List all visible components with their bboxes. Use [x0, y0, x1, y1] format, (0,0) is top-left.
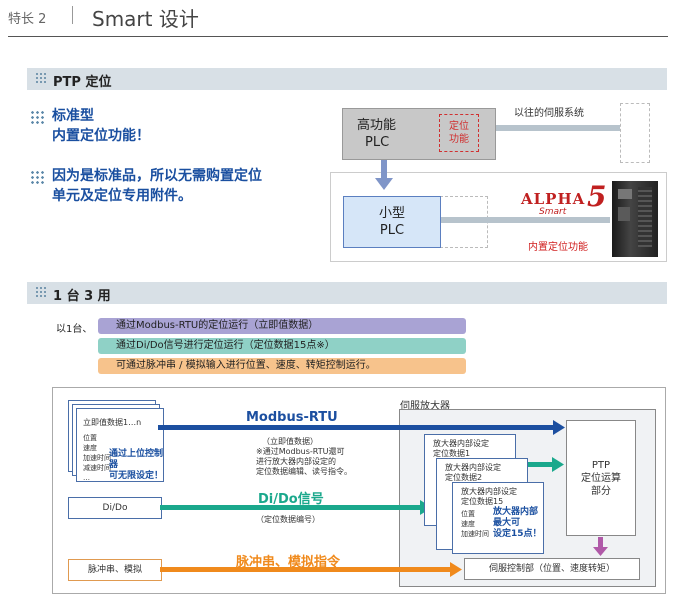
ptp-line2: 定位运算	[581, 473, 621, 484]
small-plc-line1: 小型	[378, 206, 405, 221]
card2-line1: 放大器内部设定	[445, 463, 501, 472]
section-bar-three-uses: 1 台 3 用	[27, 282, 667, 304]
doc-line: 位置	[83, 434, 97, 442]
dots-icon	[35, 286, 47, 298]
pulse-arrow	[160, 567, 450, 572]
doc-line: 加速时间	[83, 454, 111, 462]
modbus-sub: （立即值数据）	[262, 437, 318, 446]
use-pill-pulse: 可通过脉冲串 / 模拟输入进行位置、速度、转矩控制运行。	[98, 358, 466, 374]
dido-label: Di/Do信号	[258, 492, 324, 507]
section-bar-ptp: PTP 定位	[27, 68, 667, 90]
servo-amplifier-image	[612, 181, 658, 257]
modbus-label: Modbus-RTU	[246, 410, 338, 425]
small-plc-line2: PLC	[379, 223, 405, 238]
card-arrowhead	[552, 457, 564, 472]
servo-control-box: 伺服控制部（位置、速度转矩）	[464, 558, 640, 580]
feature-label: 特长 2	[8, 12, 47, 27]
alpha5-logo: ALPHA 5 Smart	[521, 180, 611, 222]
card1-line1: 放大器内部设定	[433, 439, 489, 448]
bullet2-line1: 因为是标准品，所以无需购置定位	[52, 168, 262, 184]
section-title-ptp: PTP 定位	[53, 75, 112, 90]
pulse-label: 脉冲串、模拟指令	[236, 555, 341, 570]
modbus-note: ※通过Modbus-RTU還可 进行放大器内部设定的 定位数据编辑、读号指令。	[256, 447, 352, 477]
card2-title: 放大器内部设定 定位数据2	[445, 463, 501, 483]
immediate-data-document: 立即值数据1…n 位置 速度 加速时间 减速时间 … 通过上位控制器 可无限设定…	[76, 408, 164, 482]
modbus-arrow	[158, 425, 553, 430]
dido-arrow	[160, 505, 420, 510]
card-stamp-line1: 放大器内部	[493, 507, 539, 517]
doc-line: 减速时间	[83, 464, 111, 472]
high-plc-line1: 高功能	[357, 118, 397, 133]
logo-brand: ALPHA	[521, 190, 586, 208]
header-divider	[72, 6, 73, 24]
card1-title: 放大器内部设定 定位数据1	[433, 439, 489, 459]
bullet-dots-icon	[30, 170, 44, 184]
logo-number: 5	[587, 180, 607, 213]
doc-stamp-line1: 通过上位控制器	[109, 449, 164, 470]
page-title: Smart 设计	[92, 7, 199, 31]
dots-icon	[35, 72, 47, 84]
doc-lines: 位置 速度 加速时间 减速时间 …	[83, 433, 111, 483]
card1-line2: 定位数据1	[433, 449, 471, 458]
card-stamp: 放大器内部 最大可 设定15点！	[493, 507, 542, 540]
doc-title: 立即值数据1…n	[83, 418, 142, 427]
positioning-line1: 定位	[449, 121, 469, 132]
card15-title: 放大器内部设定 定位数据15	[461, 487, 517, 507]
card-line: 位置	[461, 510, 475, 518]
card-arrow	[512, 462, 552, 467]
modbus-note-line3: 定位数据编辑、读号指令。	[256, 467, 352, 476]
ptp-down-arrow	[598, 537, 603, 547]
doc-stamp-line2: 可无限设定！	[109, 471, 164, 481]
ptp-line1: PTP	[591, 460, 611, 471]
positioning-function-tag: 定位 功能	[439, 114, 479, 152]
modbus-arrowhead	[553, 420, 565, 435]
legacy-servo-outline	[620, 103, 650, 163]
pulse-arrowhead	[450, 562, 462, 577]
bullet-dots-icon	[30, 110, 44, 124]
bullet1-line1: 标准型	[52, 108, 94, 124]
high-function-plc: 高功能 PLC 定位 功能	[342, 108, 496, 160]
modbus-note-line2: 进行放大器内部设定的	[256, 457, 336, 466]
internal-data-card-15: 放大器内部设定 定位数据15 位置 速度 加速时间 放大器内部 最大可 设定15…	[452, 482, 544, 554]
ptp-down-arrowhead	[593, 547, 608, 556]
card-line: 加速时间	[461, 530, 489, 538]
card-stamp-line2: 最大可	[493, 518, 521, 528]
small-plc: 小型 PLC	[343, 196, 441, 248]
card2-line2: 定位数据2	[445, 473, 483, 482]
doc-stamp: 通过上位控制器 可无限设定！	[109, 449, 163, 482]
use-pill-modbus: 通过Modbus-RTU的定位运行（立即值数据）	[98, 318, 466, 334]
ptp-calculation-box: PTP 定位运算 部分	[566, 420, 636, 536]
card-line: 速度	[461, 520, 475, 528]
doc-line: …	[83, 474, 90, 482]
logo-sub: Smart	[539, 207, 567, 217]
high-plc-line2: PLC	[365, 135, 390, 150]
amp-title: 伺服放大器	[400, 401, 450, 412]
card-stamp-line3: 设定15点！	[493, 529, 542, 539]
card15-line1: 放大器内部设定	[461, 487, 517, 496]
builtin-function-label: 内置定位功能	[528, 242, 588, 253]
header-rule	[8, 36, 668, 37]
legacy-servo-label: 以往的伺服系统	[514, 108, 584, 119]
dido-sub: （定位数据编号）	[256, 515, 320, 524]
card15-line2: 定位数据15	[461, 497, 504, 506]
positioning-line2: 功能	[449, 134, 469, 145]
doc-line: 速度	[83, 444, 97, 452]
section-title-three-uses: 1 台 3 用	[53, 289, 111, 304]
modbus-note-line1: ※通过Modbus-RTU還可	[256, 447, 345, 456]
bullet2-line2: 单元及定位专用附件。	[52, 188, 192, 204]
lead-text: 以1台、	[56, 324, 93, 335]
card-lines: 位置 速度 加速时间	[461, 509, 489, 539]
bullet1-line2: 内置定位功能！	[52, 128, 150, 144]
ptp-line3: 部分	[591, 486, 611, 497]
use-pill-dido: 通过Di/Do信号进行定位运行（定位数据15点※）	[98, 338, 466, 354]
pulse-source-box: 脉冲串、模拟	[68, 559, 162, 581]
